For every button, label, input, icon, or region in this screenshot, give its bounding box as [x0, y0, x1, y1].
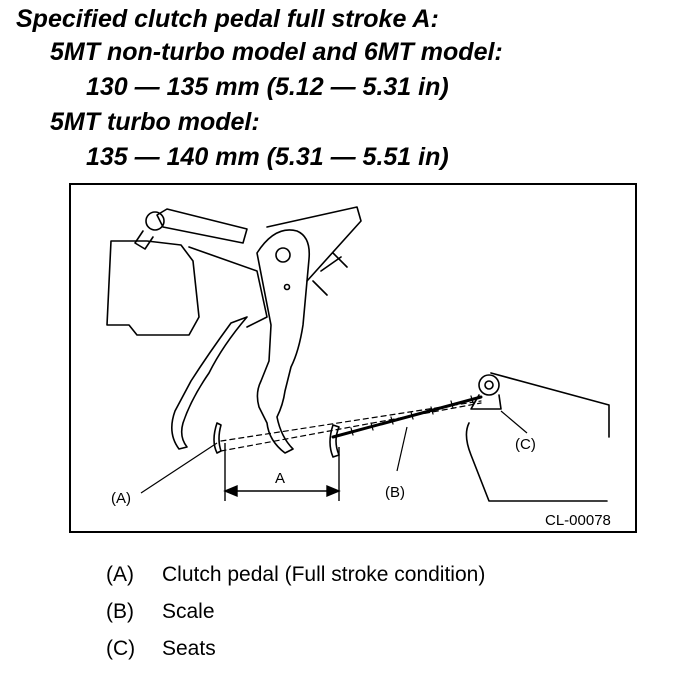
- pedal-pivot-hole: [283, 283, 291, 291]
- scale-dashed-line-2: [220, 402, 482, 452]
- callout-a: (A): [111, 490, 131, 507]
- pedal-pad-full-stroke: [213, 422, 222, 454]
- bracket-flange: [188, 246, 268, 328]
- legend-key-b: (B): [106, 600, 134, 623]
- rod-yoke: [134, 230, 154, 250]
- spec-model-group-1: 5MT non-turbo model and 6MT model:: [50, 38, 503, 66]
- figure-code: CL-00078: [545, 512, 611, 529]
- pedal-bracket: [106, 240, 200, 336]
- stopper-bolt: [312, 252, 348, 296]
- callout-c: (C): [515, 436, 536, 453]
- spec-value-2: 135 — 140 mm (5.31 — 5.51 in): [86, 143, 449, 171]
- clutch-pedal-figure: (A) (B) (C) A CL-00078: [69, 183, 637, 533]
- legend-key-a: (A): [106, 563, 134, 586]
- pedal-upper-plate: [266, 206, 362, 282]
- leader-b: [396, 426, 408, 472]
- seat-anchor-inner: [484, 380, 494, 390]
- seat-anchor-outer: [478, 374, 500, 396]
- scale-dashed-line: [220, 400, 482, 442]
- pedal-return-arm: [171, 316, 248, 450]
- legend-label-c: Seats: [162, 637, 216, 660]
- dimension-arrow-right: [326, 484, 341, 498]
- clutch-pedal-illustration: (A) (B) (C) A CL-00078: [106, 206, 611, 529]
- legend-label-b: Scale: [162, 600, 215, 623]
- spec-title: Specified clutch pedal full stroke A:: [16, 5, 439, 33]
- legend-label-a: Clutch pedal (Full stroke condition): [162, 563, 486, 586]
- dimension-arrow-left: [223, 484, 238, 498]
- rod-clevis: [145, 211, 165, 231]
- callout-b: (B): [385, 484, 405, 501]
- push-rod: [156, 208, 248, 244]
- pedal-pivot-bolt: [275, 247, 291, 263]
- dimension-label-a: A: [275, 470, 285, 487]
- leader-a: [140, 442, 218, 494]
- seat-rail: [490, 372, 610, 438]
- leader-c: [500, 410, 528, 434]
- seat-cushion: [465, 422, 608, 502]
- spec-value-1: 130 — 135 mm (5.12 — 5.31 in): [86, 73, 449, 101]
- spec-model-group-2: 5MT turbo model:: [50, 108, 260, 136]
- legend-key-c: (C): [106, 637, 136, 660]
- clutch-pedal-arm: [256, 229, 311, 454]
